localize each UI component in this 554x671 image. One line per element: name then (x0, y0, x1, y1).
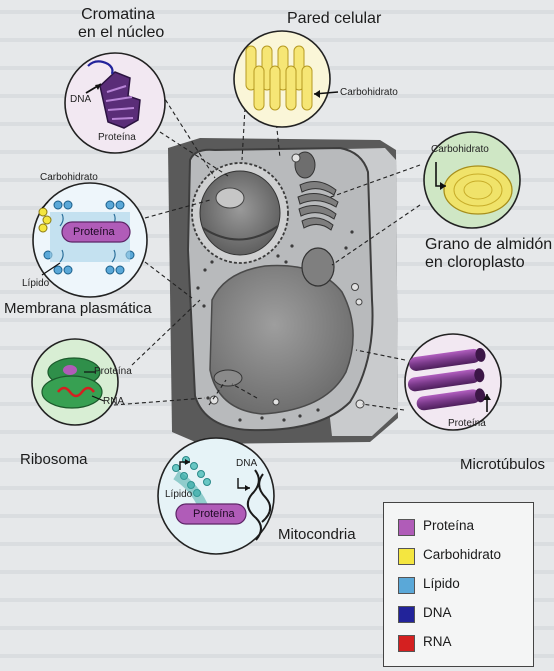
legend-box: Proteína Carbohidrato Lípido DNA RNA (383, 502, 534, 667)
ribosome-bubble (32, 339, 118, 425)
microtubules-title: Microtúbulos (460, 456, 545, 473)
ribosome-title: Ribosoma (20, 451, 88, 468)
legend-swatch (398, 577, 415, 594)
legend-label: Carbohidrato (423, 547, 501, 562)
protein-label-microtubules: Proteína (448, 418, 486, 430)
carbohydrate-label-wall: Carbohidrato (340, 87, 398, 99)
plasma-membrane-bubble (33, 183, 147, 297)
chromatin-title-line2: en el núcleo (78, 24, 158, 42)
legend-label: Proteína (423, 518, 474, 533)
chromatin-title-line1: Cromatina (78, 6, 158, 24)
legend-swatch (398, 635, 415, 652)
chromatin-title: Cromatina en el núcleo (78, 6, 158, 43)
protein-label-mitochondria: Proteína (193, 508, 235, 521)
legend-swatch (398, 519, 415, 536)
lipid-label-membrane: Lípido (22, 278, 49, 290)
rna-label-ribosome: RNA (103, 396, 124, 408)
plant-cell (168, 138, 398, 444)
carbohydrate-label-starch: Carbohidrato (431, 144, 489, 156)
legend-label: Lípido (423, 576, 460, 591)
mitochondria-title: Mitocondria (278, 526, 356, 543)
cell-wall-title: Pared celular (287, 10, 381, 28)
carbohydrate-label-membrane: Carbohidrato (40, 172, 98, 184)
protein-label-ribosome: Proteína (94, 366, 132, 378)
protein-label-nucleus: Proteína (98, 132, 136, 144)
nucleus (200, 171, 280, 255)
legend-label: RNA (423, 634, 452, 649)
protein-label-membrane: Proteína (73, 226, 115, 239)
starch-grain-title-line1: Grano de almidón (425, 236, 552, 254)
dna-label-mitochondria: DNA (236, 458, 257, 470)
legend-swatch (398, 606, 415, 623)
starch-grain-title: Grano de almidón en cloroplasto (425, 236, 552, 273)
legend-label: DNA (423, 605, 452, 620)
nucleolus (216, 188, 244, 208)
mitochondrion-cell (214, 370, 242, 386)
starch-grain-title-line2: en cloroplasto (425, 254, 552, 272)
plasma-membrane-title: Membrana plasmática (4, 300, 152, 317)
legend-swatch (398, 548, 415, 565)
microtubules-bubble (404, 334, 501, 430)
dna-label-nucleus: DNA (70, 94, 91, 106)
chloroplast (302, 248, 334, 286)
cell-wall-bubble (234, 31, 338, 127)
lipid-label-mitochondria: Lípido (165, 489, 192, 501)
